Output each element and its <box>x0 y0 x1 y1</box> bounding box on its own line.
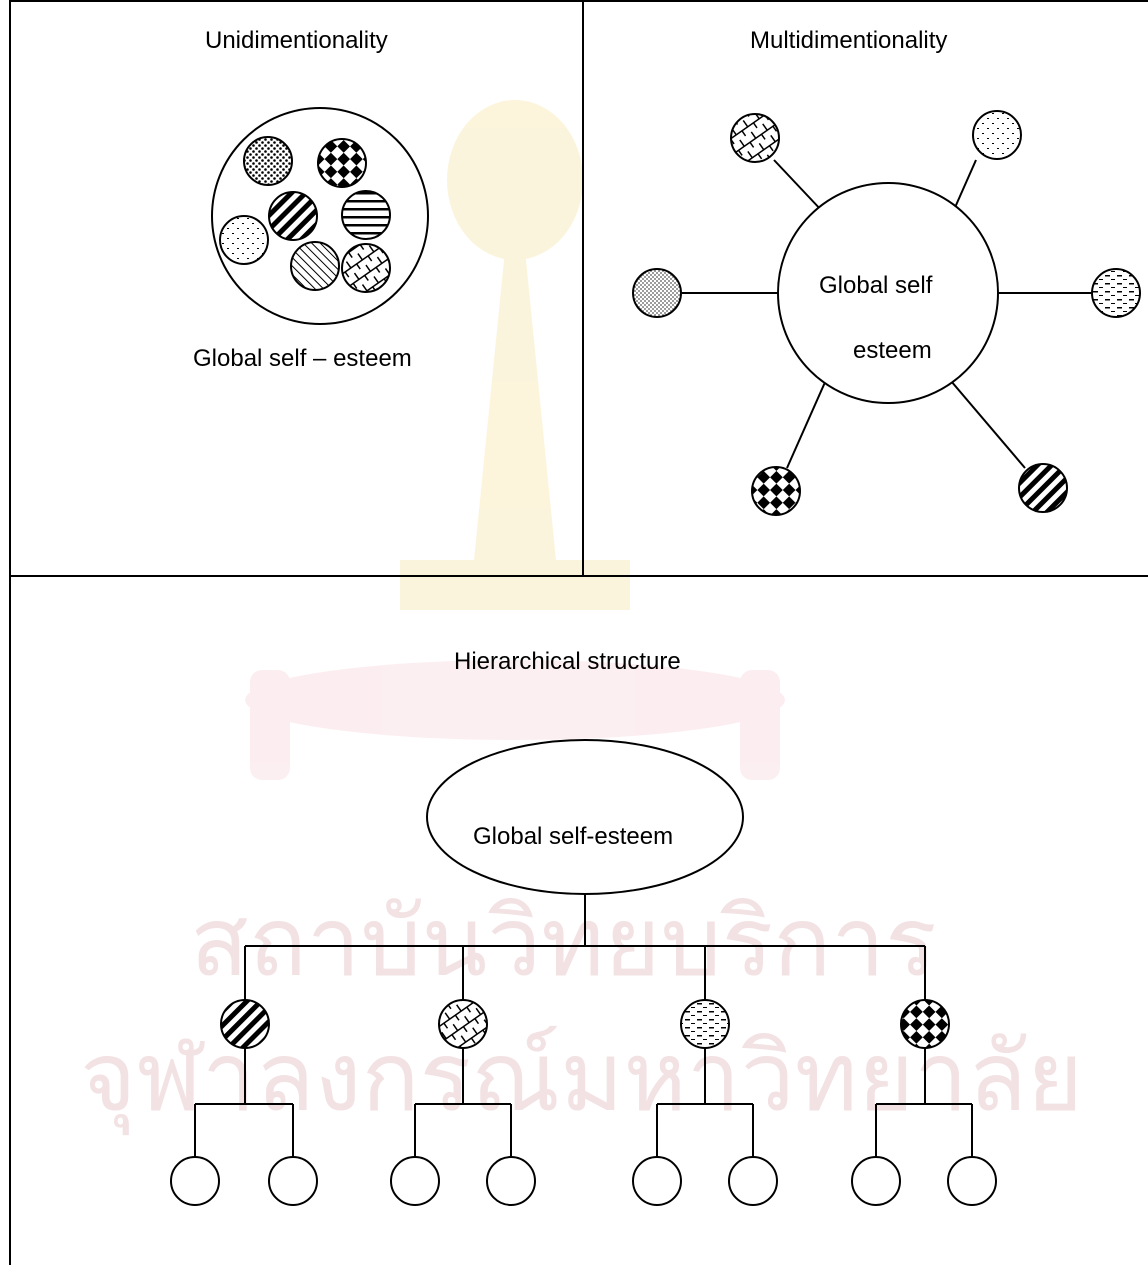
root-label: Global self-esteem <box>473 823 673 850</box>
facet-dense-dots <box>632 268 682 318</box>
watermark-emblem <box>245 100 785 780</box>
subfacet-node <box>268 1156 318 1206</box>
tree-connectors <box>194 894 973 1160</box>
facet-diagonal-stripes <box>1018 463 1068 513</box>
facet-horizontal-stripes <box>341 190 391 240</box>
hub-label-line-1: Global self <box>819 272 933 299</box>
domain-checker <box>900 999 950 1049</box>
hub-label-line-2: esteem <box>853 337 932 364</box>
domain-diagonal-stripes <box>220 999 270 1049</box>
facet-crosshatch <box>730 113 780 163</box>
subfacet-node <box>390 1156 440 1206</box>
hierarchical-title: Hierarchical structure <box>454 648 681 675</box>
unidimensional-panel: Unidimentionality Global self – esteem <box>193 27 429 372</box>
subfacet-node <box>947 1156 997 1206</box>
multidimensional-title: Multidimentionality <box>750 27 947 54</box>
facet-dots <box>243 136 293 186</box>
subfacet-node <box>632 1156 682 1206</box>
facet-checker <box>317 138 367 188</box>
facet-checker <box>751 466 801 516</box>
facet-crosshatch <box>341 243 391 293</box>
global-self-esteem-hub <box>777 182 999 404</box>
global-self-esteem-root <box>426 739 744 895</box>
subfacet-node <box>170 1156 220 1206</box>
facet-dashes <box>1091 268 1141 318</box>
panel-borders <box>9 0 1148 1265</box>
subfacet-node <box>728 1156 778 1206</box>
multidimensional-panel: Multidimentionality Global self esteem <box>632 27 1141 516</box>
facet-sparse-dots <box>972 110 1022 160</box>
unidimensional-caption: Global self – esteem <box>193 345 412 372</box>
domain-crosshatch <box>438 999 488 1049</box>
watermark-line-1: สถาบันวิทยบริการ <box>190 886 937 998</box>
facet-light-hatch <box>290 241 340 291</box>
subfacet-node <box>486 1156 536 1206</box>
unidimensional-title: Unidimentionality <box>205 27 388 54</box>
facet-sparse-dots <box>219 215 269 265</box>
subfacet-node <box>851 1156 901 1206</box>
domain-dashes <box>680 999 730 1049</box>
facet-diagonal-stripes <box>268 191 318 241</box>
hierarchical-panel: Hierarchical structure Global self-estee… <box>170 648 997 1206</box>
